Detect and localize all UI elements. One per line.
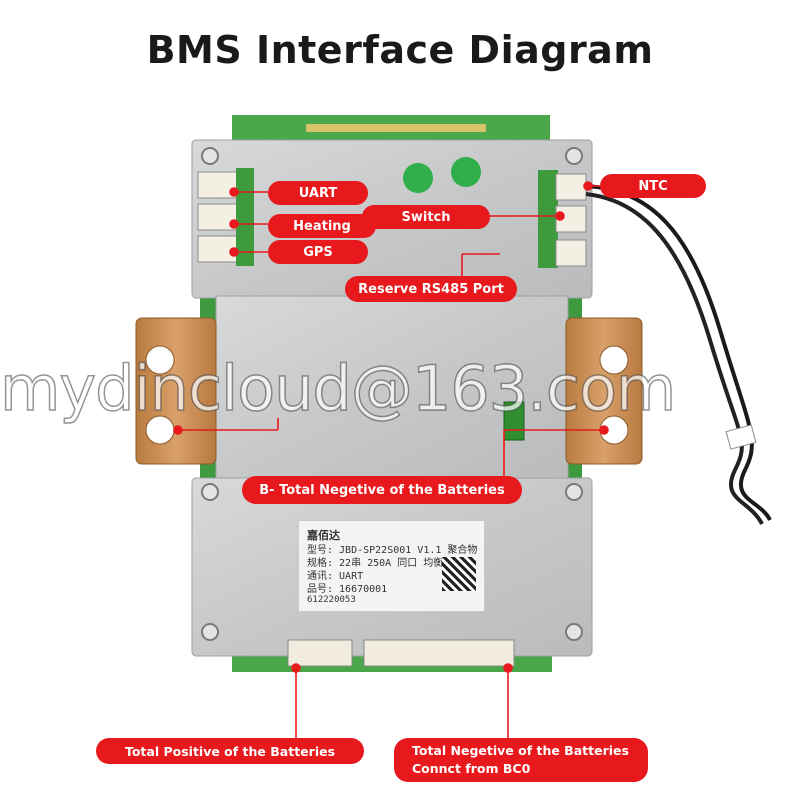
right-connector-pcb — [538, 170, 558, 268]
balance-connector-right — [363, 639, 515, 667]
leader-lines — [173, 181, 609, 738]
qr-code-icon — [442, 557, 476, 591]
label-total-positive: Total Positive of the Batteries — [96, 738, 364, 764]
label-total-negative-line1: Total Negetive of the Batteries — [412, 743, 629, 758]
label-b-negative: B- Total Negetive of the Batteries — [242, 476, 522, 504]
qc-sticker-2 — [451, 157, 481, 187]
screws — [201, 147, 583, 641]
heatsink-middle — [215, 295, 569, 479]
balance-connector-left — [287, 639, 353, 667]
label-total-negative: Total Negetive of the Batteries Connct f… — [394, 738, 648, 782]
spec-text: 规格: 22串 250A 同口 均衡 — [307, 558, 444, 569]
board-spec-sticker: 嘉佰达 型号: JBD-SP22S001 V1.1 聚合物 规格: 22串 25… — [298, 520, 485, 612]
model-text: 型号: JBD-SP22S001 V1.1 聚合物 — [307, 545, 478, 556]
label-uart: UART — [268, 181, 368, 205]
copper-bracket-right — [565, 317, 643, 465]
label-switch: Switch — [362, 205, 490, 229]
watermark: mydincloud@163.com — [0, 351, 677, 426]
ntc-cable — [585, 184, 772, 522]
qc-sticker-1 — [403, 163, 433, 193]
label-gps: GPS — [268, 240, 368, 264]
brand-text: 嘉佰达 — [307, 529, 340, 542]
barcode-number: 612220053 — [307, 595, 356, 605]
diagram-title: BMS Interface Diagram — [146, 28, 654, 72]
pcb-pins-top — [306, 124, 486, 132]
copper-bracket-left — [135, 317, 217, 465]
comm-text: 通讯: UART — [307, 571, 364, 582]
label-total-negative-line2: Connct from BC0 — [412, 761, 531, 776]
label-heating: Heating — [268, 214, 376, 238]
serial-text: 品号: 16670001 — [307, 584, 388, 595]
label-rs485: Reserve RS485 Port — [345, 276, 517, 302]
label-ntc: NTC — [600, 174, 706, 198]
